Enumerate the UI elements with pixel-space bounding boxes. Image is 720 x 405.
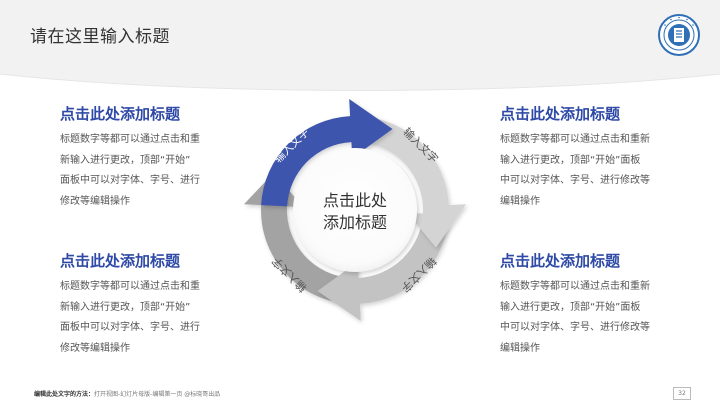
block-body[interactable]: 标题数字等都可以通过点击和重新输入进行更改，顶部“开始” 面板中可以对字体、字号…	[60, 281, 200, 354]
footer-label: 编辑此处文字的方法：	[34, 391, 95, 398]
cycle-center-line1[interactable]: 点击此处	[323, 191, 387, 210]
cycle-center-line2[interactable]: 添加标题	[323, 213, 387, 232]
page-number: 32	[673, 387, 691, 400]
block-body[interactable]: 标题数字等都可以通过点击和重新输入进行更改，顶部“开始”面板 中可以对字体、字号…	[500, 134, 650, 207]
cycle-arrow-bottom[interactable]	[317, 213, 449, 321]
footer-note: 编辑此处文字的方法：打开视图-幻灯片母版-编辑第一页 @标晓哥出品	[34, 389, 220, 398]
text-block-bottom-right: 点击此处添加标题 标题数字等都可以通过点击和重新输入进行更改，顶部“开始”面板 …	[500, 250, 658, 359]
block-heading[interactable]: 点击此处添加标题	[60, 105, 181, 123]
cycle-center	[293, 148, 417, 272]
block-heading[interactable]: 点击此处添加标题	[500, 105, 621, 123]
text-block-top-right: 点击此处添加标题 标题数字等都可以通过点击和重新输入进行更改，顶部“开始”面板 …	[500, 103, 658, 212]
block-heading[interactable]: 点击此处添加标题	[500, 252, 621, 270]
cycle-arrow-top[interactable]	[261, 99, 393, 207]
cycle-arrow-right[interactable]	[358, 116, 466, 248]
text-block-bottom-left: 点击此处添加标题 标题数字等都可以通过点击和重新输入进行更改，顶部“开始” 面板…	[60, 250, 218, 359]
slide-title[interactable]: 请在这里输入标题	[30, 27, 170, 47]
block-body[interactable]: 标题数字等都可以通过点击和重新输入进行更改，顶部“开始” 面板中可以对字体、字号…	[60, 134, 200, 207]
cycle-diagram: 输入文字 输入文字 输入文字 输入文字 点击此处 添加标题	[244, 99, 466, 321]
slide-header: 请在这里输入标题	[0, 0, 720, 74]
university-logo	[658, 14, 700, 56]
block-heading[interactable]: 点击此处添加标题	[60, 252, 181, 270]
text-block-top-left: 点击此处添加标题 标题数字等都可以通过点击和重新输入进行更改，顶部“开始” 面板…	[60, 103, 218, 212]
footer-text: 打开视图-幻灯片母版-编辑第一页 @标晓哥出品	[94, 391, 221, 398]
block-body[interactable]: 标题数字等都可以通过点击和重新输入进行更改，顶部“开始”面板 中可以对字体、字号…	[500, 281, 650, 354]
